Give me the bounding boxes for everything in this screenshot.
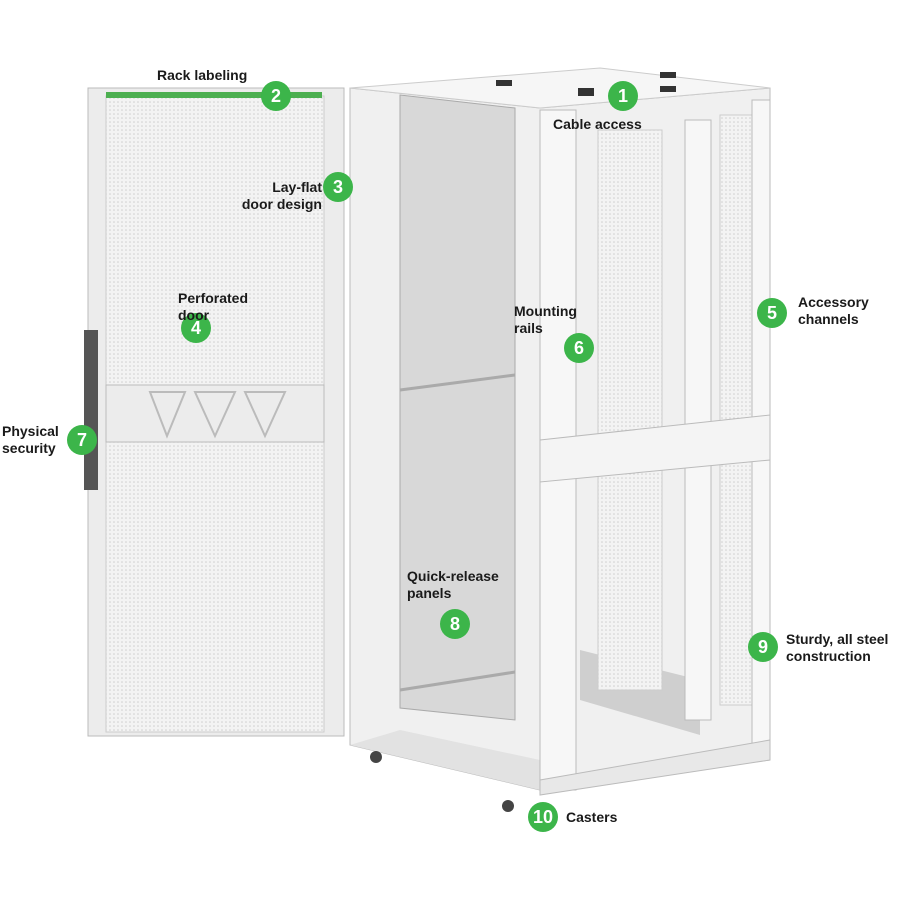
callout-label-6: Mounting rails: [514, 303, 577, 336]
callout-badge-1: 1: [608, 81, 638, 111]
callout-label-8: Quick-release panels: [407, 568, 499, 601]
caster: [502, 800, 514, 812]
callout-badge-2: 2: [261, 81, 291, 111]
callout-label-10: Casters: [566, 809, 618, 825]
callout-label-2: Rack labeling: [157, 67, 248, 83]
callout-badge-5: 5: [757, 298, 787, 328]
callout-badge-6: 6: [564, 333, 594, 363]
callout-badge-8: 8: [440, 609, 470, 639]
callout-badge-10: 10: [528, 802, 558, 832]
side-panel: [399, 94, 516, 721]
callout-badge-4: 4: [181, 313, 211, 343]
callout-label-7: Physical security: [2, 423, 59, 456]
door-lock-handle: [84, 330, 98, 490]
callout-label-4: Perforated door: [178, 290, 249, 323]
rack-cabinet: [349, 67, 771, 812]
rack-label-strip: [106, 92, 322, 98]
callout-badge-3: 3: [323, 172, 353, 202]
callout-label-1: Cable access: [553, 116, 642, 132]
callout-label-3: Lay-flat door design: [241, 179, 322, 212]
callout-label-5: Accessory channels: [798, 294, 869, 327]
caster: [370, 751, 382, 763]
callout-badge-9: 9: [748, 632, 778, 662]
callout-badge-7: 7: [67, 425, 97, 455]
perforated-door: [84, 87, 345, 737]
callout-label-9: Sturdy, all steel construction: [786, 631, 889, 664]
